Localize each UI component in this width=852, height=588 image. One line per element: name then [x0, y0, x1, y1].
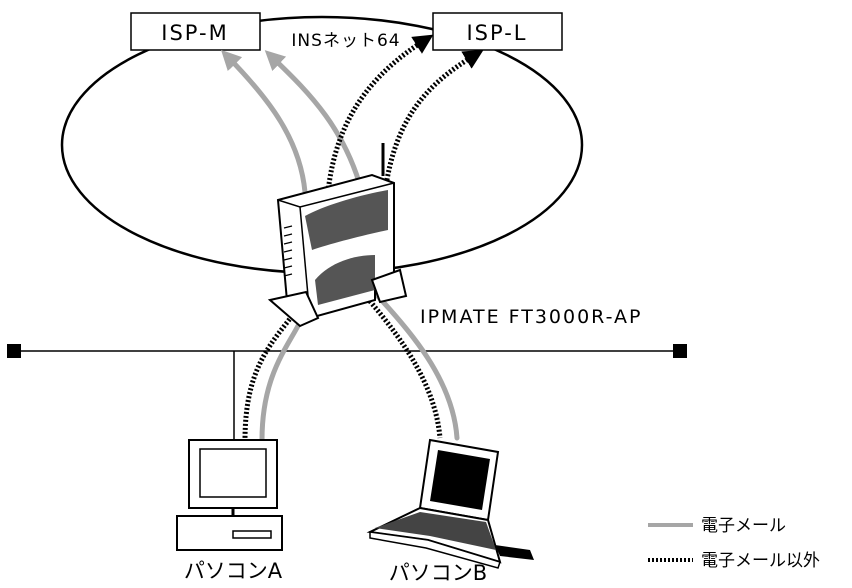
- isp-m-label: ISP-M: [161, 21, 228, 45]
- pc-b-laptop: [366, 438, 534, 569]
- router-label: IPMATE FT3000R-AP: [420, 306, 643, 328]
- email-paths: [221, 49, 460, 443]
- legend-solid-label: 電子メール: [701, 516, 786, 536]
- other-paths: [242, 34, 484, 441]
- router-device: [267, 143, 408, 328]
- legend: 電子メール 電子メール以外: [648, 516, 820, 571]
- isp-m-box: ISP-M: [130, 12, 261, 51]
- lan-bus: [7, 344, 687, 440]
- legend-dotted-label: 電子メール以外: [701, 551, 820, 571]
- isp-l-label: ISP-L: [466, 21, 527, 45]
- pc-b-label: パソコンB: [389, 561, 487, 585]
- isp-l-box: ISP-L: [432, 12, 563, 51]
- ins-network-label: INSネット64: [291, 31, 400, 51]
- pc-a-label: パソコンA: [184, 559, 283, 583]
- pc-a-desktop: [176, 439, 283, 551]
